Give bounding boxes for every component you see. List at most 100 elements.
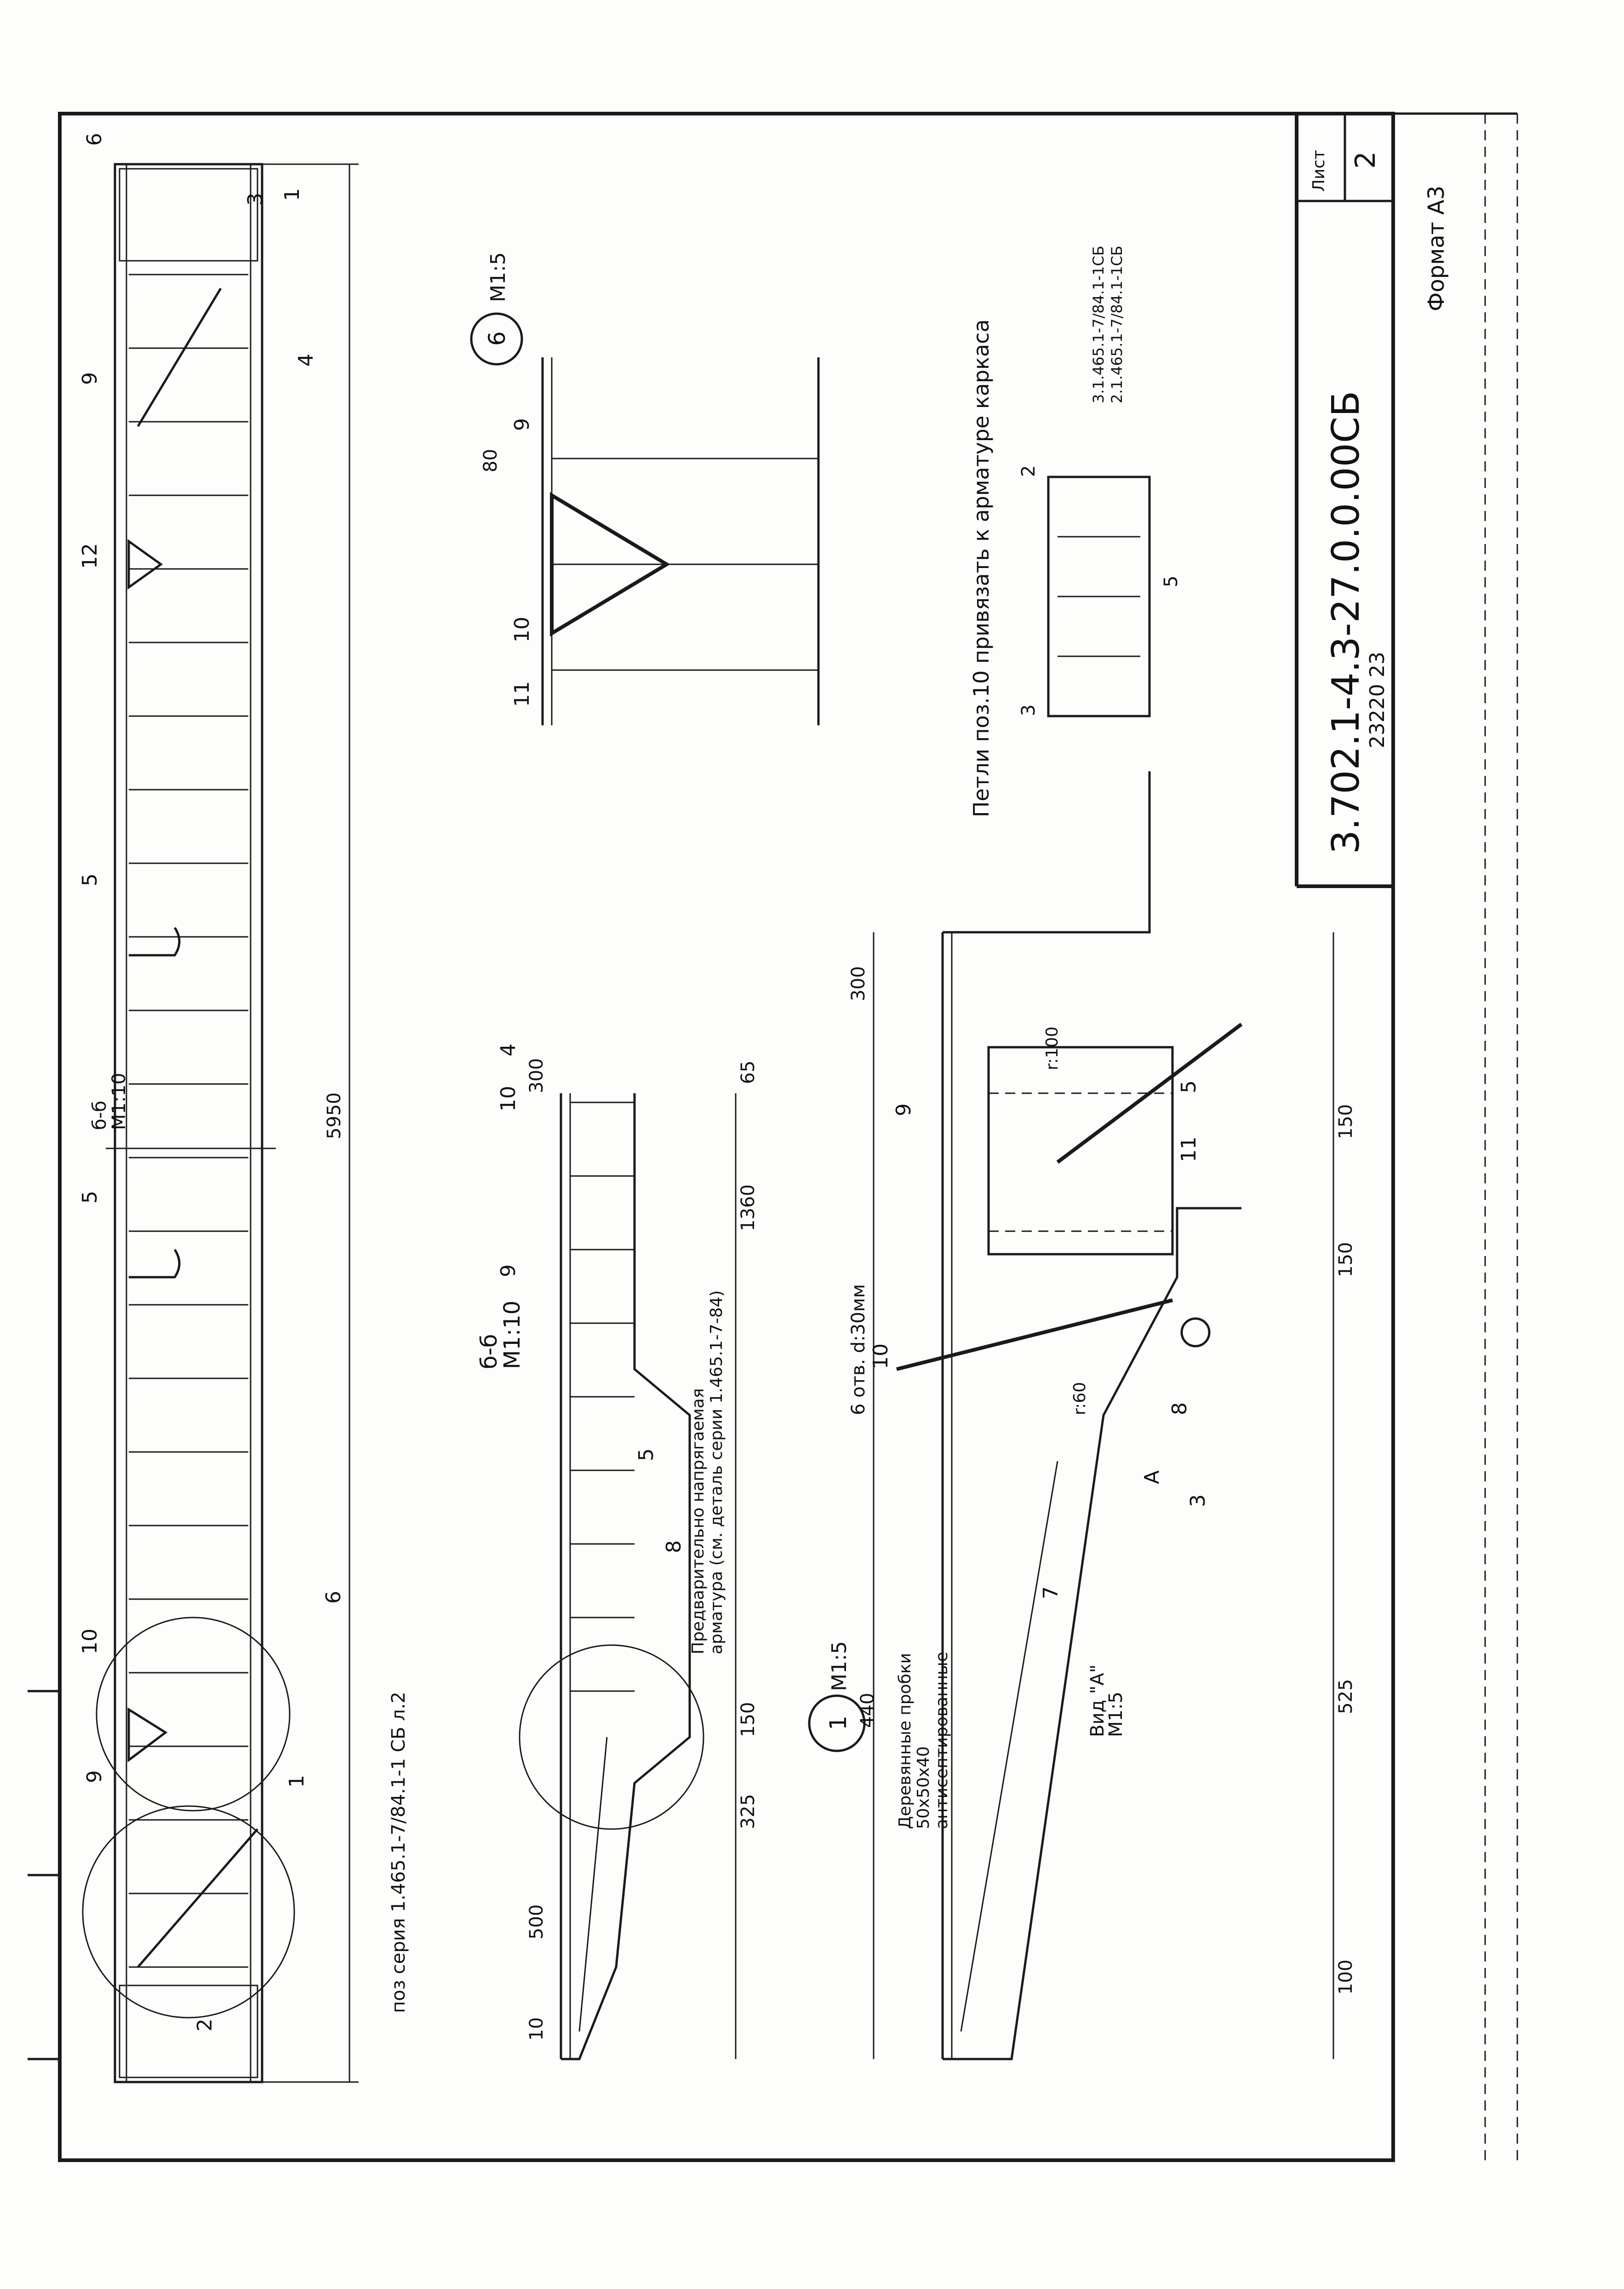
detail1-view-a: Вид "А": [1087, 1664, 1108, 1737]
cage-section: [1047, 476, 1151, 717]
hook-2: [129, 927, 181, 957]
detail1-box: [987, 1046, 1174, 1256]
pos-10-left: 10: [78, 1629, 102, 1654]
section-bottom: [633, 1093, 691, 1691]
title-number: 23220 23: [1366, 652, 1389, 748]
section-left-end: [561, 1691, 691, 2060]
pos-3-right: 3: [244, 193, 267, 206]
label-section-b: б-б: [89, 1101, 110, 1130]
detail-6-view: [470, 312, 820, 725]
section-b-view: [519, 1093, 737, 2060]
detail-circle-1: [82, 1805, 295, 2019]
detail1-pos-9: 9: [892, 1103, 915, 1116]
detail1-pos-7: 7: [1039, 1586, 1063, 1599]
detail1-r100: r:100: [1043, 1027, 1062, 1070]
section-dim-1360: 1360: [738, 1184, 759, 1231]
section-dim-65: 65: [738, 1061, 759, 1084]
detail1-dim-150-b: 150: [1335, 1104, 1356, 1139]
section-prestress-note-2: арматура (см. деталь серии 1.465.1-7-84): [707, 1290, 726, 1654]
detail6-scale: М1:5: [486, 252, 510, 302]
detail6-pos-9: 9: [510, 418, 534, 431]
pos-4-right: 4: [294, 354, 318, 367]
section-dim-300: 300: [526, 1058, 547, 1093]
cage-pos-2: 2: [1018, 465, 1039, 477]
stirrups-group: [129, 274, 248, 1968]
pos-1-right: 1: [280, 188, 304, 201]
detail1-holes-note: 6 отв. d:30мм: [848, 1284, 869, 1415]
section-pos-5: 5: [635, 1448, 658, 1461]
section-dim-325: 325: [738, 1794, 759, 1829]
detail1-marker: [808, 1694, 866, 1752]
section-prestress-note-1: Предварительно напрягаемая: [689, 1388, 708, 1654]
detail6-pos-11: 11: [510, 681, 534, 707]
label-series-note: поз серия 1.465.1-7/84.1-1 СБ л.2: [388, 1692, 409, 2013]
detail1-bottom: [943, 1207, 1241, 2060]
pos-1-left: 1: [285, 1775, 309, 1788]
section-scale: М1:10: [499, 1301, 525, 1369]
diag-bar-2: [137, 287, 222, 427]
detail1-pos-5: 5: [1177, 1080, 1201, 1093]
label-section-b-scale: М1:10: [109, 1073, 130, 1130]
detail1-end: [943, 771, 1151, 934]
section-circle: [519, 1644, 704, 1830]
detail6-number: 6: [484, 331, 510, 346]
detail1-hole: [1180, 1317, 1211, 1348]
detail1-view-a-scale: М1:5: [1105, 1692, 1127, 1737]
elevation-outline: [114, 163, 263, 2083]
section-studs-group: [570, 1101, 635, 1692]
pos-6-right: 6: [83, 133, 106, 146]
section-dim-500: 500: [526, 1905, 547, 1939]
detail1-pos-3: 3: [1186, 1494, 1210, 1507]
section-dim-10: 10: [526, 2017, 547, 2041]
detail-circle-6: [96, 1617, 291, 1812]
sheet-number: 2: [1350, 151, 1382, 169]
detail1-bar-7: [960, 1461, 1058, 2032]
detail1-note-3: антисептированные: [932, 1652, 951, 1829]
end-cage-left: [119, 1985, 258, 2078]
cage-ref-2: 2.1.465.1-7/84.1-1СБ: [1108, 246, 1126, 403]
detail6-pos-10: 10: [510, 617, 534, 643]
detail1-dim-300: 300: [848, 966, 869, 1001]
cage-outline: [1047, 476, 1151, 717]
pos-6-left: 6: [322, 1591, 345, 1604]
section-pos-9: 9: [497, 1264, 520, 1277]
diag-bar-1: [137, 1828, 258, 1968]
lifting-loop-1: [127, 1707, 168, 1762]
detail1-pos-10: 10: [869, 1343, 892, 1369]
cage-pos-5: 5: [1161, 576, 1182, 587]
pos-9-left: 9: [83, 1770, 106, 1783]
pos-5-b: 5: [78, 873, 102, 886]
sheet-label: Лист: [1309, 150, 1328, 192]
section-pos-8: 8: [662, 1540, 686, 1553]
section-pos-4: 4: [497, 1044, 520, 1056]
detail1-pos-8: 8: [1168, 1402, 1191, 1415]
detail1-dim-440: 440: [857, 1693, 878, 1728]
lifting-loop-2: [127, 539, 163, 590]
label-5950: 5950: [324, 1092, 345, 1139]
section-title: б-б: [476, 1334, 502, 1369]
detail1-r60: r:60: [1070, 1382, 1089, 1415]
detail1-arrow-a: А: [1140, 1470, 1164, 1484]
section-dim-150: 150: [738, 1702, 759, 1737]
detail1-pos-11: 11: [1177, 1136, 1201, 1162]
detail6-dim-80: 80: [480, 449, 501, 472]
detail1-bar-10: [896, 1298, 1173, 1371]
detail1-number: 1: [825, 1715, 852, 1730]
detail1-diag-11: [1056, 1022, 1243, 1164]
detail-1-view: [808, 771, 1334, 2060]
detail1-scale: М1:5: [828, 1641, 851, 1691]
cage-ref-1: 3.1.465.1-7/84.1-1СБ: [1090, 246, 1107, 403]
pos-2-left: 2: [193, 2019, 217, 2031]
section-pos-10: 10: [497, 1086, 520, 1112]
hook-1: [129, 1249, 181, 1279]
format-label: Формат А3: [1424, 186, 1449, 311]
main-elevation: [82, 163, 359, 2083]
pos-12: 12: [78, 543, 102, 569]
detail6-marker: [470, 312, 523, 366]
pos-9-right: 9: [78, 372, 102, 385]
cage-note: Петли поз.10 привязать к арматуре каркас…: [969, 319, 994, 817]
end-cage-right: [119, 168, 258, 262]
